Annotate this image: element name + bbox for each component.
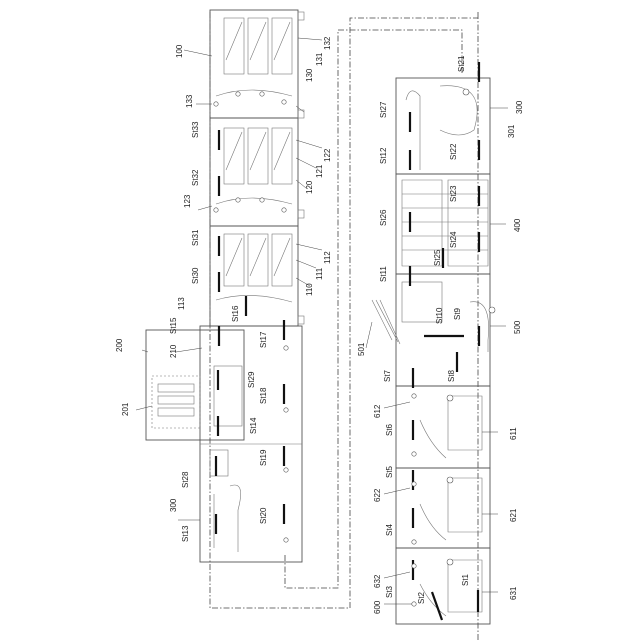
ref-622: 622 xyxy=(373,488,382,502)
label-st11: St11 xyxy=(379,266,388,282)
ref-501: 501 xyxy=(357,342,366,356)
label-st13: St13 xyxy=(181,525,190,542)
label-st21: St21 xyxy=(457,55,466,72)
ref-621: 621 xyxy=(509,508,518,522)
label-st26: St26 xyxy=(379,209,388,226)
unit-200 xyxy=(146,330,244,440)
ref-300-right: 300 xyxy=(515,100,524,114)
label-st1: St1 xyxy=(461,573,470,586)
ref-100: 100 xyxy=(175,44,184,58)
label-st31: St31 xyxy=(191,229,200,246)
label-st23: St23 xyxy=(449,185,458,202)
label-st32: St32 xyxy=(191,169,200,186)
ref-400: 400 xyxy=(513,218,522,232)
ref-300-left: 300 xyxy=(169,498,178,512)
ref-631: 631 xyxy=(509,586,518,600)
label-st16: St16 xyxy=(231,305,240,322)
label-st25: St25 xyxy=(433,249,442,266)
right-units xyxy=(372,78,490,624)
label-st19: St19 xyxy=(259,449,268,466)
label-st4: St4 xyxy=(385,523,394,536)
ref-600: 600 xyxy=(373,600,382,614)
label-st5: St5 xyxy=(385,465,394,478)
rollers xyxy=(214,89,495,606)
ref-201: 201 xyxy=(121,402,130,416)
ref-612: 612 xyxy=(373,404,382,418)
label-st30: St30 xyxy=(191,267,200,284)
ref-500: 500 xyxy=(513,320,522,334)
label-st29: St29 xyxy=(247,371,256,388)
label-st27: St27 xyxy=(379,101,388,118)
unit-620 xyxy=(396,468,490,548)
unit-100 xyxy=(210,10,304,326)
label-st14: St14 xyxy=(249,417,258,434)
label-st6: St6 xyxy=(385,423,394,436)
ref-132: 132 xyxy=(323,36,332,50)
ref-210: 210 xyxy=(169,344,178,358)
ref-133: 133 xyxy=(185,94,194,108)
label-st20: St20 xyxy=(259,507,268,524)
ref-112: 112 xyxy=(323,251,332,264)
sensor-marks xyxy=(216,62,479,620)
ref-120: 120 xyxy=(305,180,314,194)
unit-610 xyxy=(396,386,490,468)
label-st24: St24 xyxy=(449,231,458,248)
label-st3: St3 xyxy=(385,585,394,598)
left-lower-units xyxy=(146,326,302,562)
ref-121: 121 xyxy=(315,164,324,178)
label-st8: St8 xyxy=(447,369,456,382)
label-st15: St15 xyxy=(169,317,178,334)
label-st17: St17 xyxy=(259,331,268,348)
label-st9: St9 xyxy=(453,307,462,320)
ref-632: 632 xyxy=(373,574,382,588)
ref-131: 131 xyxy=(315,52,324,66)
label-st22: St22 xyxy=(449,143,458,160)
label-st2: St2 xyxy=(417,591,426,604)
ref-611: 611 xyxy=(509,427,518,440)
label-st33: St33 xyxy=(191,121,200,138)
label-st12: St12 xyxy=(379,147,388,164)
label-st28: St28 xyxy=(181,471,190,488)
ref-301: 301 xyxy=(507,124,516,138)
ref-200: 200 xyxy=(115,338,124,352)
ref-111: 111 xyxy=(315,267,324,280)
ref-110: 110 xyxy=(305,283,314,296)
label-st7: St7 xyxy=(383,369,392,382)
label-st18: St18 xyxy=(259,387,268,404)
ref-130: 130 xyxy=(305,68,314,82)
unit-630 xyxy=(396,548,490,624)
ref-123: 123 xyxy=(183,194,192,208)
label-st10: St10 xyxy=(435,307,444,324)
ref-113: 113 xyxy=(177,297,186,310)
unit-500 xyxy=(396,274,490,386)
ref-122: 122 xyxy=(323,148,332,162)
